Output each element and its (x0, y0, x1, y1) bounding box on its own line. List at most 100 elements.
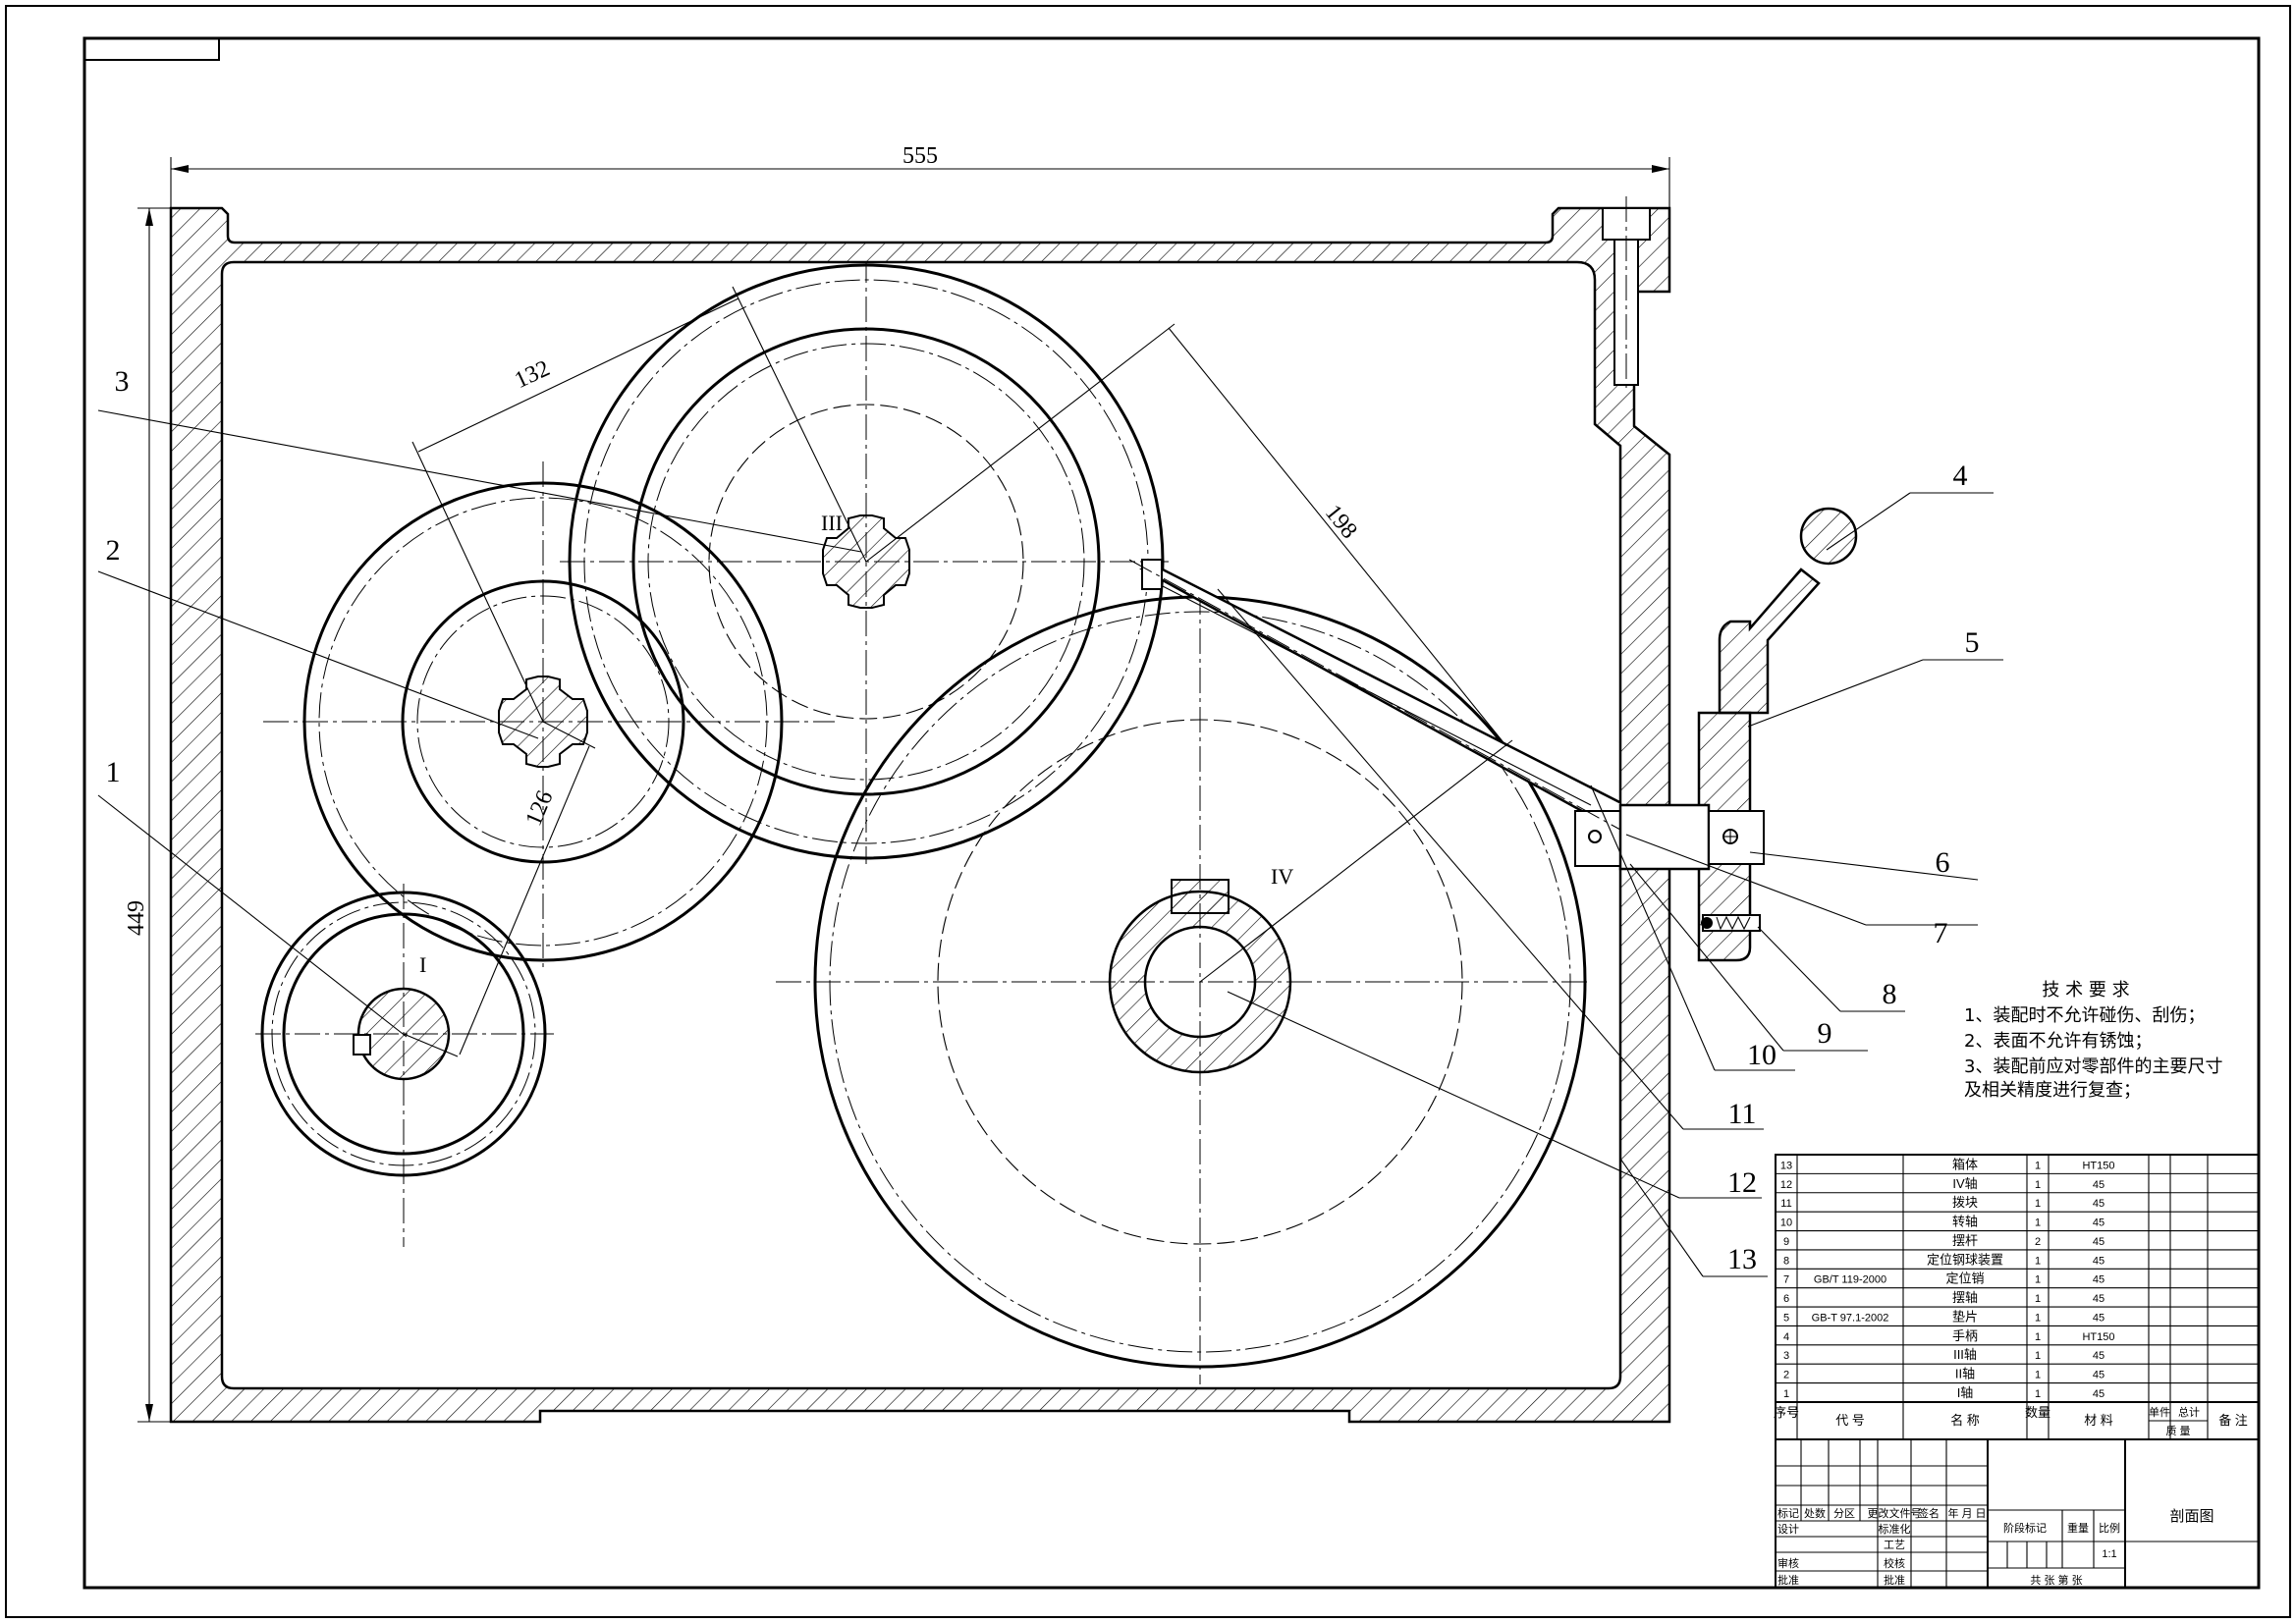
bom-cell-no: 4 (1783, 1331, 1789, 1343)
tb-approve-2: 批准 (1884, 1573, 1905, 1587)
bom-cell-name: 拨块 (1952, 1195, 1978, 1210)
bom-cell-qty: 1 (2035, 1179, 2041, 1191)
bom-cell-material: 45 (2093, 1370, 2105, 1381)
bom-cell-name: I轴 (1957, 1385, 1974, 1400)
dim-132: 132 (511, 355, 554, 394)
shaft-label-iii: III (821, 511, 843, 535)
tb-zone: 分区 (1833, 1507, 1855, 1520)
bom-header-no: 序号 (1774, 1405, 1799, 1420)
bom-cell-qty: 1 (2035, 1217, 2041, 1229)
bom-cell-material: 45 (2093, 1293, 2105, 1305)
tb-approve: 批准 (1777, 1573, 1799, 1587)
bom-cell-qty: 1 (2035, 1255, 2041, 1267)
gear-iii (560, 262, 1169, 864)
tb-change-doc: 更改文件号 (1868, 1506, 1922, 1520)
tb-sheets: 共 张 第 张 (2030, 1573, 2082, 1587)
shaft-label-i: I (419, 952, 426, 977)
bom-cell-no: 12 (1780, 1179, 1792, 1191)
bom-cell-qty: 1 (2035, 1274, 2041, 1286)
tb-design: 设计 (1777, 1523, 1799, 1536)
bom-cell-name: 摆轴 (1952, 1290, 1978, 1305)
bom-cell-material: 45 (2093, 1236, 2105, 1248)
bom-header-qty: 数量 (2025, 1405, 2050, 1420)
bom-cell-no: 8 (1783, 1255, 1789, 1267)
tech-item-2: 2、表面不允许有锈蚀； (1964, 1031, 2152, 1052)
technical-requirements: 技 术 要 求 1、装配时不允许碰伤、刮伤； 2、表面不允许有锈蚀； 3、装配前… (1964, 980, 2222, 1101)
leader-12: 12 (1727, 1166, 1757, 1199)
bom-cell-name: IV轴 (1952, 1176, 1977, 1191)
bom-cell-name: 定位销 (1945, 1271, 1984, 1286)
tb-review: 审核 (1777, 1556, 1799, 1570)
dim-width: 555 (902, 143, 938, 169)
tech-item-3: 3、装配前应对零部件的主要尺寸 (1964, 1056, 2222, 1077)
gearbox-housing (169, 196, 1671, 1424)
tb-mark: 标记 (1777, 1506, 1799, 1520)
bom-cell-material: 45 (2093, 1388, 2105, 1400)
bom-cell-name: 定位钢球装置 (1927, 1252, 2003, 1267)
tb-date: 年 月 日 (1947, 1506, 1986, 1520)
bom-cell-name: 垫片 (1952, 1309, 1978, 1324)
tb-count: 处数 (1804, 1507, 1826, 1520)
part-leaders: 1 2 3 4 5 6 7 8 9 10 11 12 13 (97, 365, 2003, 1277)
bom-cell-qty: 1 (2035, 1198, 2041, 1210)
bom-header-name: 名 称 (1950, 1413, 1980, 1428)
leader-3: 3 (115, 365, 130, 398)
tb-scale-value: 1:1 (2102, 1548, 2116, 1560)
bom-header-code: 代 号 (1835, 1413, 1865, 1428)
bom-cell-material: 45 (2093, 1274, 2105, 1286)
bom-header-material: 材 料 (2084, 1413, 2113, 1428)
leader-8: 8 (1883, 978, 1897, 1010)
bom-cell-qty: 1 (2035, 1388, 2041, 1400)
bom-cell-no: 1 (1783, 1388, 1789, 1400)
bom-cell-no: 2 (1783, 1370, 1789, 1381)
bom-cell-material: 45 (2093, 1217, 2105, 1229)
tb-drawing-name: 剖面图 (2169, 1507, 2214, 1525)
tb-standard: 标准化 (1879, 1522, 1911, 1536)
shaft-label-iv: IV (1271, 864, 1293, 889)
bom-cell-material: 45 (2093, 1255, 2105, 1267)
bom-cell-qty: 1 (2035, 1312, 2041, 1324)
bom-cell-material: 45 (2093, 1198, 2105, 1210)
bom-cell-code: GB/T 119-2000 (1814, 1274, 1886, 1286)
bom-cell-material: 45 (2093, 1350, 2105, 1362)
title-block: 标记 处数 分区 更改文件号 签名 年 月 日 设计 标准化 工艺 审核 校核 … (1775, 1438, 2260, 1589)
tb-sign: 签名 (1918, 1506, 1940, 1520)
bom-cell-material: 45 (2093, 1312, 2105, 1324)
leader-13: 13 (1727, 1243, 1757, 1275)
bom-cell-no: 5 (1783, 1312, 1789, 1324)
tb-check: 校核 (1884, 1556, 1905, 1570)
bom-cell-name: II轴 (1955, 1367, 1975, 1381)
bom-cell-material: HT150 (2082, 1331, 2114, 1343)
bom-cell-no: 7 (1783, 1274, 1789, 1286)
bom-cell-material: HT150 (2082, 1160, 2114, 1171)
shaft-labels: I III IV (419, 511, 1293, 977)
dim-height: 449 (124, 900, 149, 936)
leader-2: 2 (106, 534, 121, 567)
shift-handle-assembly (1618, 507, 1858, 962)
bom-header-remark: 备 注 (2218, 1413, 2248, 1428)
leader-6: 6 (1936, 846, 1950, 879)
tb-stage-mark: 阶段标记 (2003, 1521, 2047, 1535)
bom-cell-qty: 1 (2035, 1350, 2041, 1362)
bom-cell-name: 手柄 (1952, 1328, 1978, 1343)
bom-cell-qty: 1 (2035, 1370, 2041, 1381)
bom-cell-name: 箱体 (1952, 1157, 1978, 1171)
gear-iv (776, 589, 1591, 1384)
dim-126: 126 (521, 787, 559, 830)
dimensions: 555 449 132 198 126 (124, 143, 1670, 1423)
tech-item-4: 及相关精度进行复查； (1964, 1080, 2141, 1101)
gear-ii (263, 461, 835, 972)
leader-1: 1 (106, 756, 121, 788)
bom-cell-name: 转轴 (1952, 1215, 1978, 1229)
bom-header-unit-weight: 单件 (2149, 1406, 2170, 1419)
bom-cell-no: 9 (1783, 1236, 1789, 1248)
leader-7: 7 (1934, 917, 1948, 949)
bom-cell-qty: 1 (2035, 1293, 2041, 1305)
bom-cell-no: 13 (1780, 1160, 1792, 1171)
bom-cell-qty: 1 (2035, 1331, 2041, 1343)
leader-4: 4 (1953, 460, 1968, 492)
bom-cell-name: III轴 (1953, 1347, 1977, 1362)
tb-process-check: 工艺 (1884, 1539, 1905, 1551)
bom-cell-code: GB-T 97.1-2002 (1812, 1312, 1889, 1324)
